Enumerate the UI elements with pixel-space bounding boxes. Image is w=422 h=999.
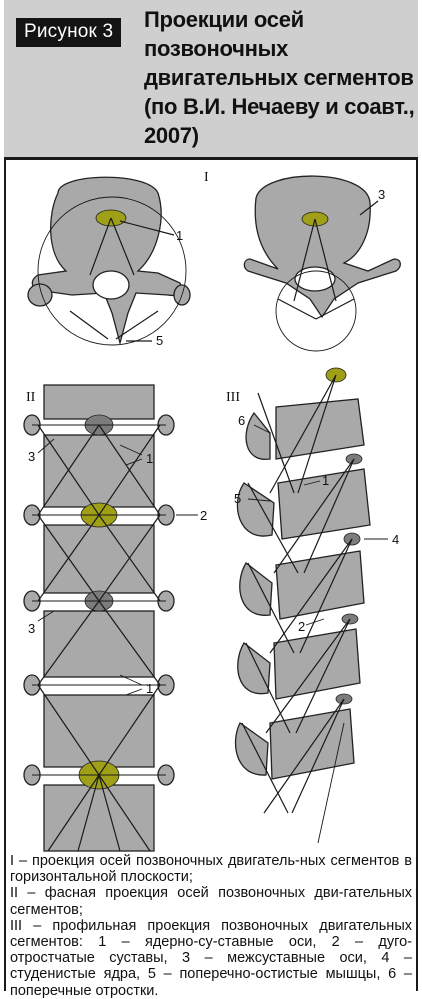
caption-line-1: I – проекция осей позвоночных двигатель-… [10,853,412,885]
callout-1-panel-1: 1 [176,228,183,243]
vertebral-body-2-b [44,525,154,593]
callout-1-panel-3: 1 [322,473,329,488]
callout-5-panel-1: 5 [156,333,163,348]
vertebral-body-2-c [44,611,154,677]
figure-caption: I – проекция осей позвоночных двигатель-… [10,853,412,999]
callout-3a-panel-2: 3 [28,449,35,464]
vertebra-axial-right [244,176,400,351]
callout-6-panel-3: 6 [238,413,245,428]
panel-2-frontal-view: II [24,385,198,851]
vertebral-body-2-d [44,695,154,767]
caption-line-3: III – профильная проекция позвоночных дв… [10,918,412,999]
callout-3b-panel-2: 3 [28,621,35,636]
panel-1-label: I [204,170,209,185]
callout-2-panel-2: 2 [200,508,207,523]
vertebral-body-2-a [44,435,154,507]
callout-1b-panel-2: 1 [146,681,153,696]
vertebra-axial-left [28,177,190,345]
callout-5-panel-3: 5 [234,491,241,506]
callout-1a-panel-2: 1 [146,451,153,466]
figure-title: Проекции осей позвоночных двигательных с… [144,5,416,150]
vertebral-body-2-e [44,785,154,851]
panel-1-axial-view: I 1 5 3 [28,170,400,351]
figure-header: Рисунок 3 Проекции осей позвоночных двиг… [4,0,418,160]
callout-2-panel-3: 2 [298,619,305,634]
lateral-body-1 [276,399,364,459]
callout-4-panel-3: 4 [392,532,399,547]
spine-illustration: .bone { fill:#a9a9a9; stroke:#222; strok… [8,163,412,853]
vertebral-body-2-top [44,385,154,419]
callout-3-panel-1: 3 [378,187,385,202]
figure-number-badge: Рисунок 3 [16,18,121,47]
panel-2-label: II [26,390,36,405]
caption-line-2: II – фасная проекция осей позвоночных дв… [10,885,412,917]
panel-3-label: III [226,390,240,405]
panel-3-lateral-view: III [226,368,388,843]
